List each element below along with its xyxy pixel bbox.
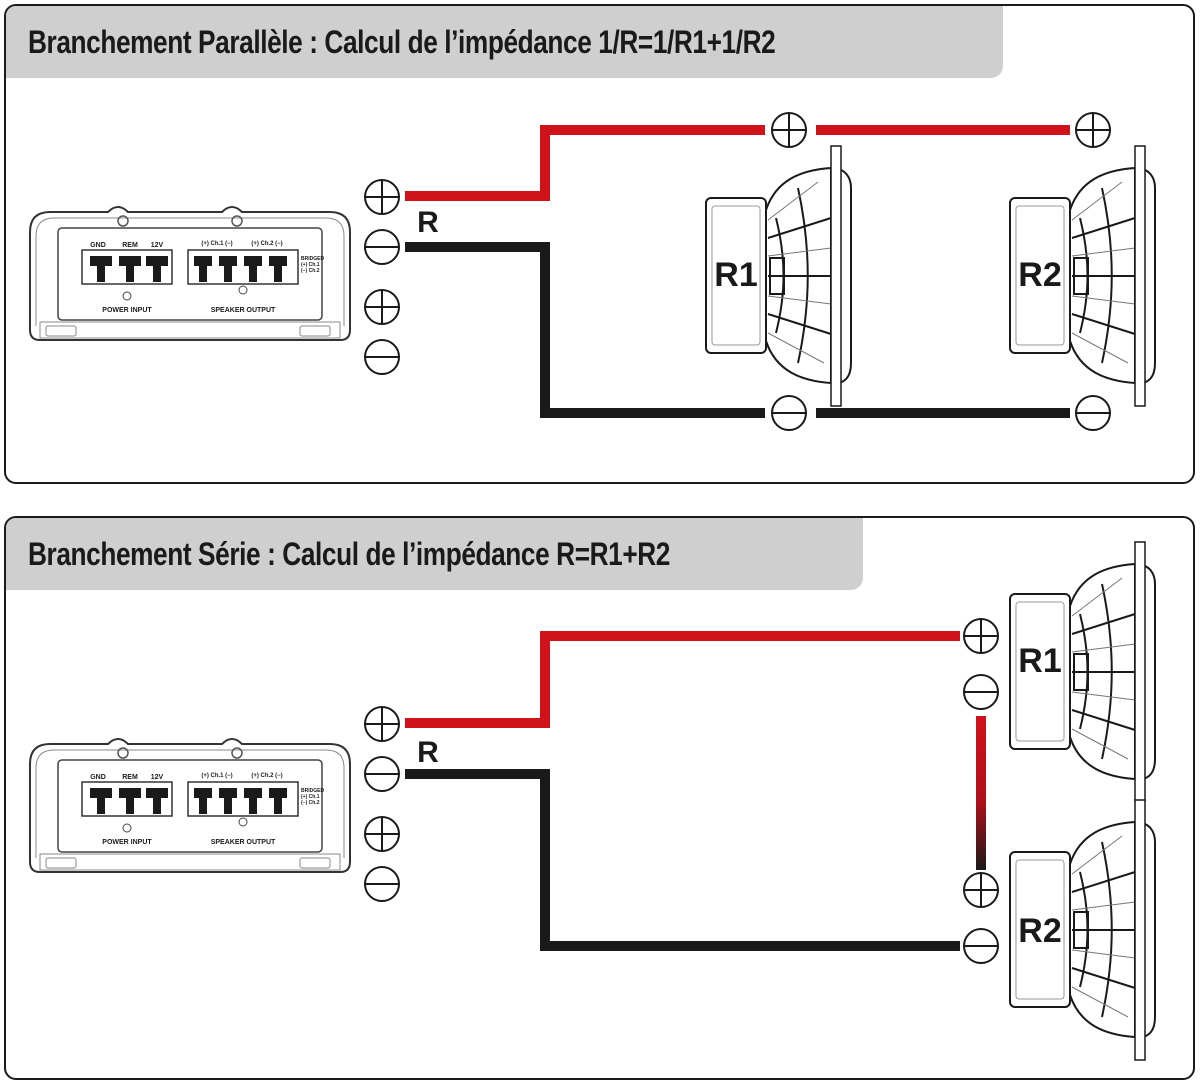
positive-wire-main: [405, 125, 765, 201]
load-r-label: R: [417, 206, 439, 239]
speaker-r2-label: R2: [1018, 256, 1061, 294]
r1-plus-terminal: [771, 112, 807, 148]
amp-bridged-ch1: (+) Ch.1: [301, 262, 320, 268]
amp-plus-terminal-1: [364, 179, 400, 215]
parallel-diagram: GND REM 12V (+) Ch.1 (−) (+) Ch.2 (−) BR…: [29, 112, 1156, 431]
r2-plus-terminal: [1075, 112, 1111, 148]
r2-minus-terminal: [1075, 395, 1111, 431]
amp-bridged-label: BRIDGED: [301, 256, 324, 262]
amp-ch1-label: (+) Ch.1 (−): [201, 241, 232, 247]
r1-minus-terminal: [771, 395, 807, 431]
amp-minus-terminal-1: [364, 229, 400, 265]
amp-plus-terminal-2: [364, 289, 400, 325]
amp-rem-label: REM: [122, 242, 138, 249]
amp-power-input-label: POWER INPUT: [102, 307, 152, 314]
amp-gnd-label: GND: [90, 242, 106, 249]
parallel-title-tab: Branchement Parallèle : Calcul de l’impé…: [6, 6, 1003, 78]
amp-bridged-ch2: (−) Ch.2: [301, 268, 320, 274]
parallel-title: Branchement Parallèle : Calcul de l’impé…: [28, 23, 776, 60]
series-wiring-panel: Branchement Série : Calcul de l’impédanc…: [4, 516, 1195, 1080]
amp-12v-label: 12V: [151, 242, 164, 249]
series-title: Branchement Série : Calcul de l’impédanc…: [28, 535, 670, 572]
speaker-r1-label: R1: [714, 256, 757, 294]
amp-speaker-output-label: SPEAKER OUTPUT: [211, 307, 276, 314]
amp-minus-terminal-2: [364, 339, 400, 375]
amp-ch2-label: (+) Ch.2 (−): [251, 241, 282, 247]
negative-wire-main: [405, 242, 765, 418]
series-title-tab: Branchement Série : Calcul de l’impédanc…: [6, 518, 863, 590]
